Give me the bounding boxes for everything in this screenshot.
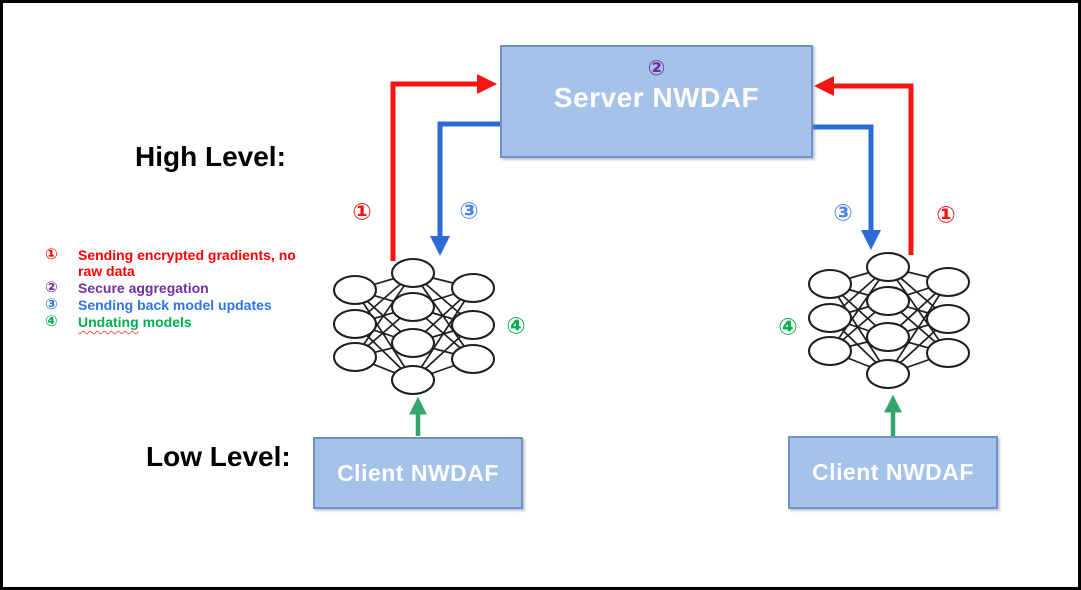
nn-node: [865, 251, 911, 283]
nn-node: [925, 303, 971, 335]
circled-3-icon: ③: [45, 296, 58, 313]
nn-node: [807, 302, 853, 334]
neural-network-right: [807, 251, 971, 390]
misspelled-word: Undating: [78, 314, 139, 330]
nn-node: [332, 341, 378, 373]
client-nwdaf-label-left: Client NWDAF: [337, 459, 499, 486]
nn-node: [807, 268, 853, 300]
nn-node: [332, 274, 378, 306]
nn-node: [865, 358, 911, 390]
legend-item-1-label: Sending encrypted gradients, no raw data: [78, 247, 296, 279]
client-nwdaf-box-left: Client NWDAF: [313, 437, 523, 509]
nn-edge: [412, 287, 474, 381]
nn-node: [390, 364, 436, 396]
legend-item-3: ③ Sending back model updates: [45, 296, 313, 314]
nn-edge: [829, 266, 889, 352]
client-nwdaf-label-right: Client NWDAF: [812, 459, 974, 485]
legend: ① Sending encrypted gradients, no raw da…: [45, 246, 313, 331]
nn-node: [925, 266, 971, 298]
legend-item-3-label: Sending back model updates: [78, 297, 272, 313]
arrows-layer: [332, 74, 971, 436]
nn-node: [390, 257, 436, 289]
high-level-label: High Level:: [135, 141, 286, 172]
download-arrow-left: [430, 121, 500, 256]
flow-1-left-badge: ①: [352, 198, 372, 225]
nn-node: [925, 337, 971, 369]
circled-4-icon: ④: [45, 313, 58, 330]
legend-item-1: ① Sending encrypted gradients, no raw da…: [45, 246, 313, 280]
nn-node: [332, 308, 378, 340]
nn-edge: [354, 289, 414, 381]
legend-item-4-rest: models: [142, 314, 192, 330]
nn-node: [450, 343, 496, 375]
upload-arrow-left: [390, 74, 497, 261]
circled-2-icon: ②: [45, 279, 58, 296]
nn-edge: [354, 272, 414, 358]
nn-node: [390, 291, 436, 323]
step-2-badge: ②: [647, 57, 666, 80]
circled-1-icon: ①: [45, 246, 58, 263]
low-level-label: Low Level:: [146, 441, 291, 472]
legend-item-2-label: Secure aggregation: [78, 280, 209, 296]
flow-3-left-badge: ③: [459, 197, 479, 224]
nn-node: [865, 285, 911, 317]
nn-node: [807, 335, 853, 367]
flow-4-right-badge: ④: [778, 313, 798, 340]
download-arrow-right: [813, 124, 881, 250]
server-nwdaf-box: ② Server NWDAF: [500, 45, 813, 158]
flow-1-right-badge: ①: [936, 201, 956, 228]
nn-node: [450, 272, 496, 304]
neural-network-left: [332, 257, 496, 396]
legend-item-2: ② Secure aggregation: [45, 279, 313, 297]
upload-arrow-right: [814, 76, 914, 255]
nn-edge: [887, 281, 949, 375]
nn-node: [865, 321, 911, 353]
nn-edge: [829, 283, 889, 375]
server-nwdaf-label: Server NWDAF: [553, 82, 760, 114]
flow-4-left-badge: ④: [506, 312, 526, 339]
nn-node: [450, 309, 496, 341]
flow-3-right-badge: ③: [833, 199, 853, 226]
client-nwdaf-box-right: Client NWDAF: [788, 436, 998, 509]
nn-node: [390, 327, 436, 359]
